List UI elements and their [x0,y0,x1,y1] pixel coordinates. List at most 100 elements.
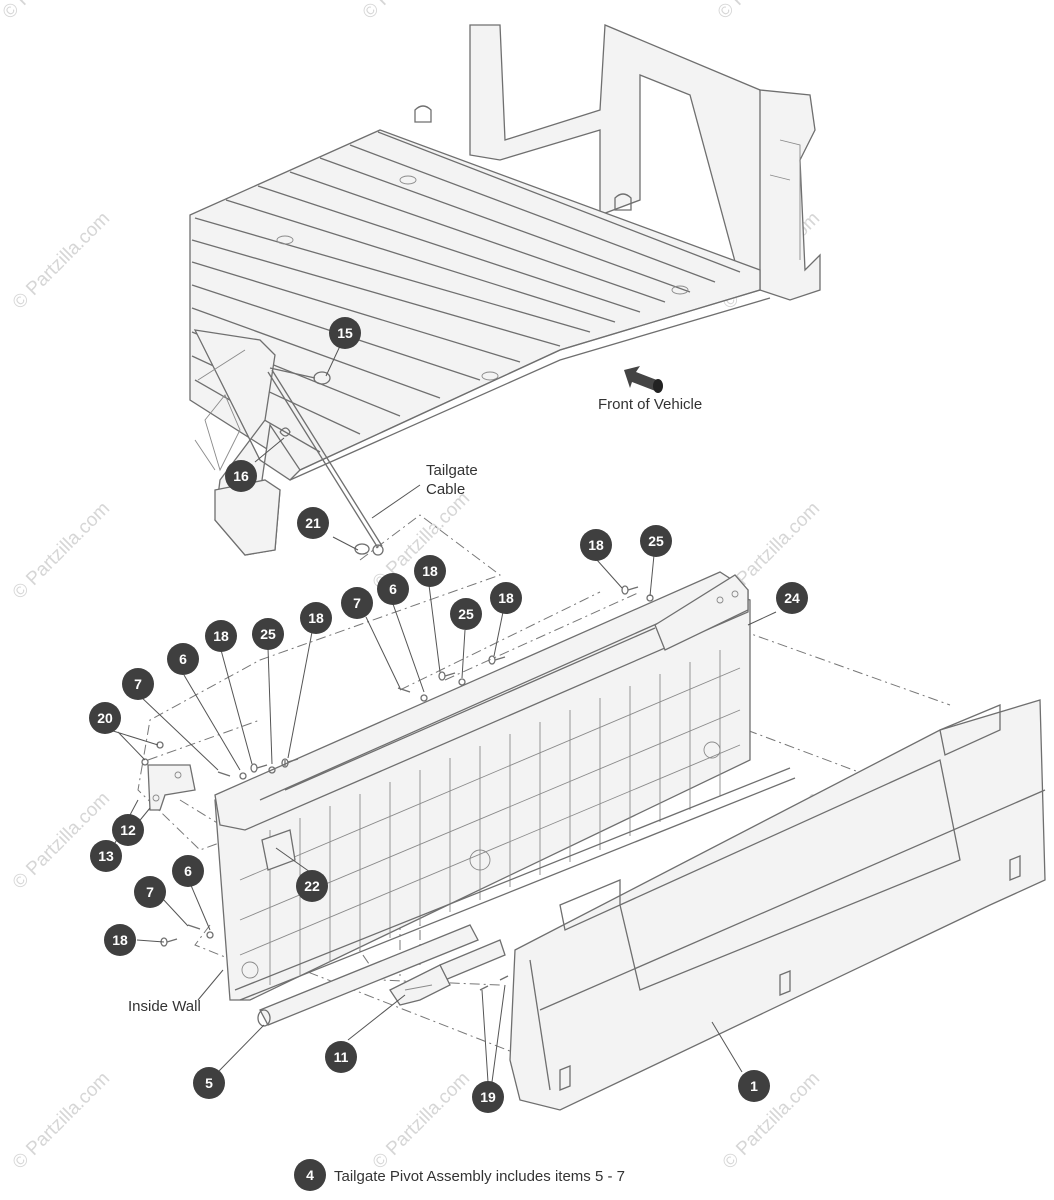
assembly-note-text: Tailgate Pivot Assembly includes items 5… [334,1168,625,1185]
outer-tailgate-panel [509,699,1046,1111]
svg-text:20: 20 [97,710,113,726]
svg-text:25: 25 [648,533,664,549]
callouts: 15 16 21 18 25 24 18 6 7 25 18 18 25 18 … [89,317,808,1113]
watermark: © Partzilla.com [369,1068,474,1173]
hinge-plate [147,764,196,811]
svg-text:6: 6 [179,651,187,667]
bolt-icon [281,758,299,768]
svg-text:19: 19 [480,1089,496,1105]
svg-text:4: 4 [306,1167,314,1183]
callout-19: 19 [472,1081,504,1113]
tailgate-cable-label: Tailgate [426,462,478,479]
callout-20: 20 [89,702,121,734]
svg-text:12: 12 [120,822,136,838]
frame-grid [239,650,741,985]
svg-text:18: 18 [308,610,324,626]
svg-text:5: 5 [205,1075,213,1091]
callout-18: 18 [104,924,136,956]
bolt-icon [488,655,506,665]
callout-1: 1 [738,1070,770,1102]
callout-7: 7 [122,668,154,700]
watermark: © Partzilla.com [9,498,114,603]
callout-11: 11 [325,1041,357,1073]
callout-5: 5 [193,1067,225,1099]
washer-icon [268,766,276,774]
callout-13: 13 [90,840,122,872]
callout-25: 25 [450,598,482,630]
svg-text:24: 24 [784,590,800,606]
svg-text:25: 25 [260,626,276,642]
callout-25: 25 [640,525,672,557]
svg-text:11: 11 [334,1049,349,1065]
watermark: © Partzilla.com [9,1068,114,1173]
svg-text:25: 25 [458,606,474,622]
callout-16: 16 [225,460,257,492]
front-of-vehicle-label: Front of Vehicle [598,396,702,413]
callout-6: 6 [167,643,199,675]
svg-text:15: 15 [337,325,353,341]
callout-18: 18 [490,582,522,614]
bolt-icon [479,975,509,991]
tailgate-cable-label: Cable [426,481,465,498]
svg-text:16: 16 [233,468,249,484]
bolt-icon [621,585,639,595]
top-bracket [654,574,749,651]
front-arrow-icon [624,366,663,393]
callout-25: 25 [252,618,284,650]
leader-lines [107,345,777,1083]
callout-7: 7 [341,587,373,619]
fasteners [141,585,654,991]
washer-icon [141,758,149,766]
svg-text:6: 6 [184,863,192,879]
watermark: © Partzilla.com [719,1068,824,1173]
svg-text:7: 7 [146,884,154,900]
bolt-icon [217,771,231,777]
bolt-icon [187,924,201,930]
tailgate-cable [267,367,384,556]
callout-15: 15 [329,317,361,349]
callout-21: 21 [297,507,329,539]
watermark: © Partzilla.com [359,0,464,24]
washer-icon [239,772,247,780]
svg-text:22: 22 [304,878,320,894]
callout-12: 12 [112,814,144,846]
callout-18: 18 [205,620,237,652]
svg-text:13: 13 [98,848,114,864]
svg-text:18: 18 [112,932,128,948]
washer-icon [420,694,428,702]
callout-24: 24 [776,582,808,614]
bolt-icon [438,671,456,681]
text-labels: Front of Vehicle Tailgate Cable Inside W… [128,396,702,1015]
watermark: © Partzilla.com [714,0,819,24]
svg-text:7: 7 [134,676,142,692]
bolt-icon [397,687,411,693]
pivot-rod [257,924,479,1027]
washer-icon [206,931,214,939]
callout-4: 4 [294,1159,326,1191]
watermark: © Partzilla.com [9,788,114,893]
callout-22: 22 [296,870,328,902]
callout-18: 18 [414,555,446,587]
watermark: © Partzilla.com [9,208,114,313]
callout-7: 7 [134,876,166,908]
watermark: © Partzilla.com [0,0,104,24]
assembly-note: 4 Tailgate Pivot Assembly includes items… [294,1159,625,1191]
washer-icon [458,678,466,686]
callout-6: 6 [172,855,204,887]
inside-wall-label: Inside Wall [128,998,201,1015]
cargo-bed [189,24,821,556]
tailgate-frame [214,571,796,1001]
callout-6: 6 [377,573,409,605]
svg-text:21: 21 [305,515,321,531]
svg-text:18: 18 [213,628,229,644]
svg-text:1: 1 [750,1078,758,1094]
svg-text:18: 18 [422,563,438,579]
callout-18: 18 [300,602,332,634]
callout-18: 18 [580,529,612,561]
svg-text:18: 18 [498,590,514,606]
svg-text:7: 7 [353,595,361,611]
bolt-icon [250,763,268,773]
svg-text:6: 6 [389,581,397,597]
svg-text:18: 18 [588,537,604,553]
